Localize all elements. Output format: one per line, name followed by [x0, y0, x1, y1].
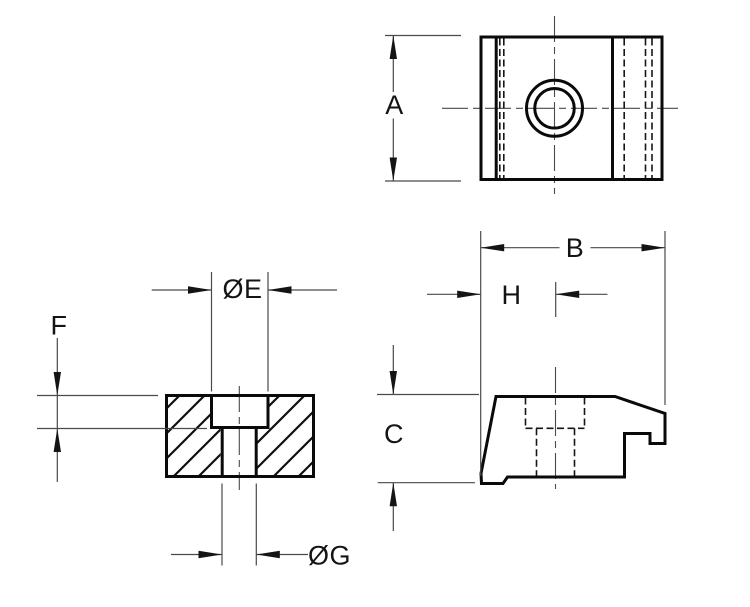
dim-f-arrow-bottom [53, 428, 61, 452]
side-view-outline [479, 395, 667, 485]
outlines-layer [165, 35, 667, 485]
dim-g-arrow-left [198, 550, 222, 559]
dim-f-arrow-top [53, 372, 61, 396]
section-view-outline [165, 394, 315, 478]
top-view-outline [479, 35, 664, 181]
dim-a-arrow-up [389, 35, 397, 59]
dim-label-b: B [566, 233, 585, 263]
arrowheads-layer [53, 35, 665, 559]
dim-h-arrow-left [457, 290, 481, 298]
dim-label-e: ØE [222, 274, 262, 304]
dim-label-f: F [51, 311, 68, 341]
dim-g-arrow-right [256, 550, 280, 559]
centerlines-layer [238, 16, 678, 490]
hidden-lines-layer [499, 38, 653, 476]
top-view-counterbore-circle [525, 78, 584, 138]
dim-label-g: ØG [308, 541, 351, 571]
dim-h-arrow-right [555, 290, 580, 298]
dim-e-arrow-left [188, 286, 212, 294]
dim-label-h: H [502, 280, 522, 310]
dimension-labels-layer: A B C F H ØE ØG [51, 90, 585, 571]
dim-label-c: C [384, 419, 404, 449]
dim-b-arrow-left [480, 244, 505, 252]
dim-e-arrow-right [268, 286, 292, 294]
dim-a-arrow-down [389, 157, 397, 181]
dim-c-arrow-bottom [389, 482, 397, 507]
dim-label-a: A [385, 90, 404, 120]
dim-b-arrow-right [641, 244, 665, 252]
side-view-body-fill [481, 396, 665, 484]
dim-c-arrow-top [389, 371, 397, 395]
top-view-hole-circle [533, 87, 576, 130]
